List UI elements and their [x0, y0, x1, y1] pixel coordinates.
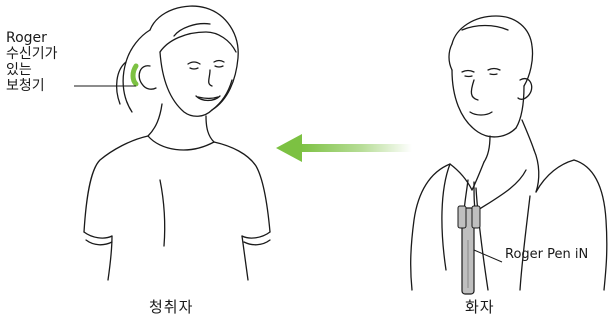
receiver-label-line-2: 수신기가: [6, 46, 58, 62]
receiver-label-line-1: Roger: [6, 30, 47, 46]
woman-listener-illustration: [83, 5, 271, 281]
speaker-caption: 화자: [465, 298, 495, 316]
roger-pen-device: [457, 205, 481, 295]
man-speaker-illustration: [410, 15, 608, 291]
receiver-label-line-3: 있는: [6, 62, 32, 78]
listener-caption: 청취자: [149, 298, 194, 316]
pen-leader-line: [473, 249, 503, 263]
receiver-label: Roger 수신기가 있는 보청기: [6, 30, 58, 94]
arrow-left-gradient: [276, 134, 412, 162]
hearing-aid-receiver: [130, 63, 139, 87]
pen-label: Roger Pen iN: [505, 247, 589, 262]
receiver-label-line-4: 보청기: [6, 78, 45, 94]
